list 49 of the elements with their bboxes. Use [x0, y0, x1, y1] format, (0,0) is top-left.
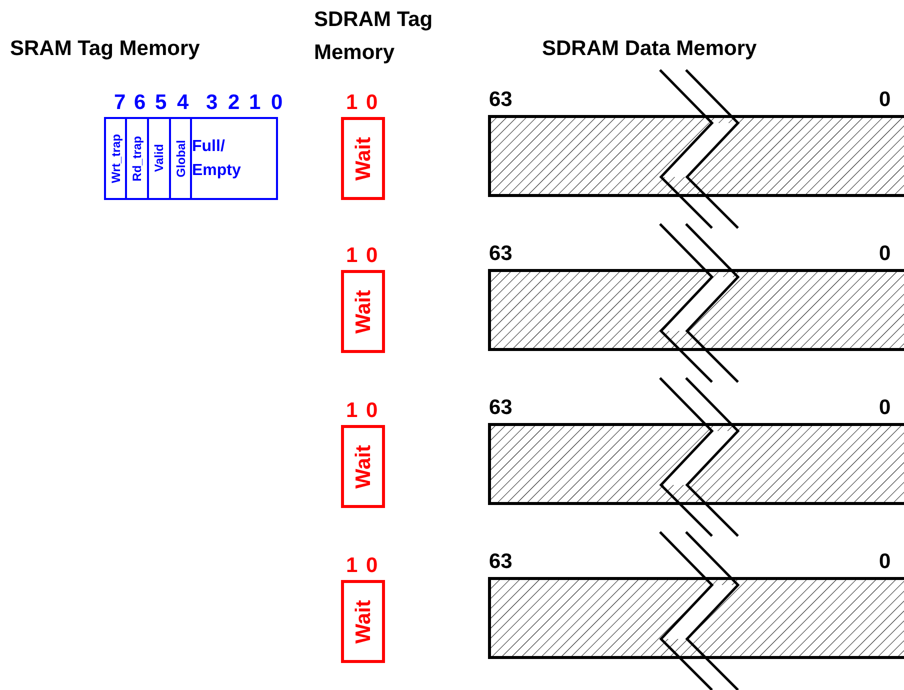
field-name: Full/ Empty — [192, 137, 242, 180]
bit-number: 0 — [366, 245, 378, 266]
field-name: Wait — [352, 600, 374, 644]
wait-bit-box — [341, 580, 385, 663]
field-name: Wait — [352, 444, 374, 488]
section-title: SRAM Tag Memory — [10, 36, 200, 62]
bit-number: 63 — [489, 243, 512, 264]
bit-number: 0 — [879, 243, 891, 264]
bit-field — [190, 117, 278, 200]
data-word-bar — [488, 577, 904, 659]
bit-number: 63 — [489, 89, 512, 110]
field-name: Global — [174, 140, 186, 178]
data-word-bar — [488, 423, 904, 505]
bit-number: 3 — [206, 92, 218, 113]
field-name: Rd_trap — [131, 136, 143, 182]
bit-number: 6 — [134, 92, 146, 113]
field-name: Wait — [352, 290, 374, 334]
bit-number: 0 — [366, 92, 378, 113]
bit-number: 1 — [346, 400, 358, 421]
bit-number: 0 — [879, 397, 891, 418]
bit-number: 0 — [271, 92, 283, 113]
data-word-bar — [488, 269, 904, 351]
wait-bit-box — [341, 425, 385, 508]
bit-number: 0 — [366, 400, 378, 421]
bit-number: 7 — [114, 92, 126, 113]
bit-number: 0 — [879, 551, 891, 572]
field-name: Valid — [153, 144, 165, 172]
bit-number: 1 — [346, 555, 358, 576]
bit-number: 0 — [366, 555, 378, 576]
wait-bit-box — [341, 117, 385, 200]
bit-number: 1 — [346, 245, 358, 266]
bit-number: 63 — [489, 397, 512, 418]
field-name: Wait — [352, 136, 374, 180]
field-name: Wrt_trap — [110, 134, 122, 184]
section-title: SDRAM Tag Memory — [314, 7, 434, 66]
bit-number: 1 — [249, 92, 261, 113]
data-word-bar — [488, 115, 904, 197]
bit-number: 0 — [879, 89, 891, 110]
bit-number: 4 — [177, 92, 189, 113]
bit-field — [147, 117, 171, 200]
bit-number: 2 — [228, 92, 240, 113]
bit-field — [104, 117, 127, 200]
bit-number: 63 — [489, 551, 512, 572]
bit-field — [125, 117, 149, 200]
bit-number: 5 — [155, 92, 167, 113]
bit-number: 1 — [346, 92, 358, 113]
wait-bit-box — [341, 270, 385, 353]
bit-field — [169, 117, 192, 200]
section-title: SDRAM Data Memory — [542, 36, 757, 62]
